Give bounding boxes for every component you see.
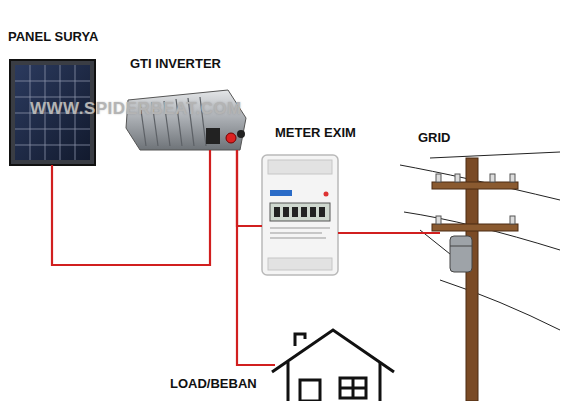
meter-node: METER EXIM (262, 155, 338, 275)
power-wire (52, 150, 210, 265)
brand-mark (270, 190, 292, 196)
component-label: METER EXIM (275, 125, 356, 141)
wire-line (52, 150, 210, 265)
wire-line (237, 150, 262, 226)
terminal-strip (268, 258, 332, 270)
meter-fine-print (270, 228, 330, 238)
power-lines (400, 152, 560, 330)
insulators (436, 174, 515, 224)
meter-display (270, 203, 330, 221)
watermark: WWW.SPIDERBEAT.COM (30, 99, 242, 119)
pulse-led (324, 192, 329, 197)
power-wire (237, 150, 275, 365)
cross-arm (432, 224, 518, 231)
dc-terminal (237, 130, 245, 138)
kwh-meter (262, 155, 338, 275)
terminal-strip (268, 160, 332, 174)
dc-terminal (226, 133, 236, 143)
power-wire (338, 233, 440, 234)
wire-line (237, 150, 275, 365)
wire-line (338, 232, 440, 234)
pole-shaft (466, 158, 478, 401)
ac-socket (206, 128, 220, 144)
house-node: LOAD/BEBAN (275, 328, 395, 401)
component-label: PANEL SURYA (8, 29, 98, 45)
utility-pole (400, 152, 560, 401)
grid-node: GRID (440, 158, 550, 398)
meter-body (262, 155, 338, 275)
transformer-band (450, 246, 472, 247)
component-label: GRID (418, 130, 451, 146)
cross-arm (432, 182, 518, 189)
house-outline (272, 330, 394, 401)
transformer (450, 236, 472, 272)
power-wire (237, 150, 262, 226)
component-label: LOAD/BEBAN (170, 376, 257, 392)
inverter-node: GTI INVERTER (125, 88, 247, 150)
component-label: GTI INVERTER (130, 56, 221, 72)
display-segments (274, 207, 325, 217)
